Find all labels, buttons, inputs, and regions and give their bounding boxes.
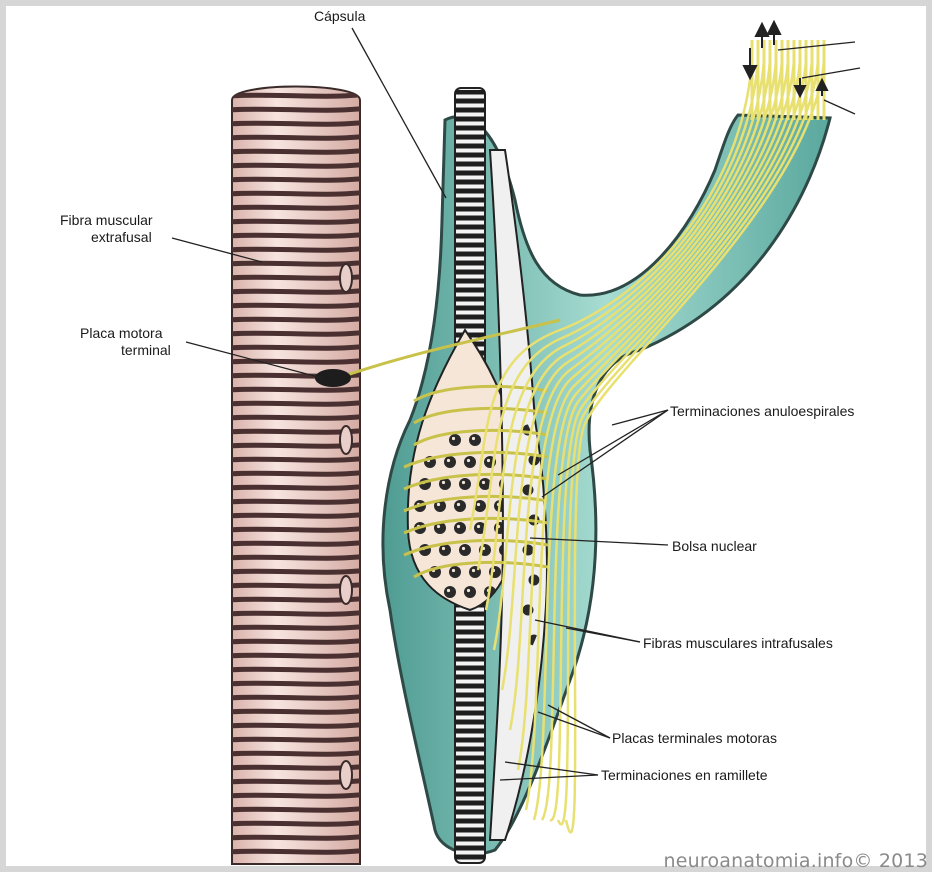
nucleus-highlight xyxy=(482,481,485,484)
extrafusal-stripe xyxy=(228,389,364,391)
bag-nucleus xyxy=(464,586,476,598)
bag-nucleus xyxy=(469,434,481,446)
nucleus-highlight xyxy=(462,481,465,484)
nucleus-highlight xyxy=(442,547,445,550)
extrafusal-stripe xyxy=(228,697,364,699)
nucleus-highlight xyxy=(437,525,440,528)
label-placa-motora-1: Placa motora xyxy=(80,325,162,342)
extrafusal-stripe xyxy=(228,109,364,111)
bag-nucleus xyxy=(454,500,466,512)
extrafusal-stripe xyxy=(228,543,364,545)
extrafusal-stripe xyxy=(228,571,364,573)
nucleus-highlight xyxy=(437,503,440,506)
label-fibras-intrafusales: Fibras musculares intrafusales xyxy=(643,635,833,652)
nucleus-highlight xyxy=(477,503,480,506)
extrafusal-stripe xyxy=(228,403,364,405)
extrafusal-stripe xyxy=(228,851,364,853)
extrafusal-stripe xyxy=(228,179,364,181)
bag-nucleus xyxy=(459,544,471,556)
extrafusal-stripe xyxy=(228,473,364,475)
extrafusal-stripe xyxy=(228,753,364,755)
extrafusal-stripe xyxy=(228,641,364,643)
extrafusal-stripe xyxy=(228,515,364,517)
nucleus-highlight xyxy=(467,589,470,592)
extrafusal-stripe xyxy=(228,221,364,223)
extrafusal-stripe xyxy=(228,739,364,741)
bag-nucleus xyxy=(449,566,461,578)
nucleus-highlight xyxy=(487,459,490,462)
extrafusal-stripe xyxy=(228,725,364,727)
extrafusal-stripe xyxy=(228,95,364,97)
nucleus-highlight xyxy=(452,569,455,572)
label-placas-terminales: Placas terminales motoras xyxy=(612,730,777,747)
nucleus-highlight xyxy=(452,437,455,440)
extrafusal-stripe xyxy=(228,151,364,153)
nucleus-highlight xyxy=(467,459,470,462)
extrafusal-stripe xyxy=(228,669,364,671)
nucleus-highlight xyxy=(447,459,450,462)
label-fibra-extrafusal-1: Fibra muscular xyxy=(60,212,153,229)
extrafusal-fiber xyxy=(228,87,364,865)
extrafusal-stripe xyxy=(228,837,364,839)
extrafusal-stripe xyxy=(228,529,364,531)
chain-nucleus xyxy=(529,575,540,586)
extrafusal-stripe xyxy=(228,305,364,307)
extrafusal-stripe xyxy=(228,683,364,685)
bag-nucleus xyxy=(454,522,466,534)
extrafusal-nucleus xyxy=(340,576,352,604)
nucleus-highlight xyxy=(442,481,445,484)
extrafusal-nucleus xyxy=(340,426,352,454)
watermark: neuroanatomia.info© 2013 xyxy=(664,850,929,872)
nucleus-highlight xyxy=(447,589,450,592)
extrafusal-nucleus xyxy=(340,761,352,789)
label-capsula: Cápsula xyxy=(314,8,365,25)
label-placa-motora-2: terminal xyxy=(121,342,171,359)
extrafusal-stripe xyxy=(228,235,364,237)
extrafusal-stripe xyxy=(228,123,364,125)
bag-nucleus xyxy=(449,434,461,446)
extrafusal-stripe xyxy=(228,557,364,559)
nucleus-highlight xyxy=(457,503,460,506)
bag-nucleus xyxy=(464,456,476,468)
nucleus-highlight xyxy=(457,525,460,528)
extrafusal-stripe xyxy=(228,249,364,251)
extrafusal-stripe xyxy=(228,487,364,489)
nucleus-highlight xyxy=(472,569,475,572)
bag-nucleus xyxy=(459,478,471,490)
extrafusal-stripe xyxy=(228,613,364,615)
bag-nucleus xyxy=(444,456,456,468)
extrafusal-nucleus xyxy=(340,264,352,292)
extrafusal-stripe xyxy=(228,319,364,321)
extrafusal-stripe xyxy=(228,795,364,797)
label-ramillete: Terminaciones en ramillete xyxy=(601,767,768,784)
extrafusal-stripe xyxy=(228,809,364,811)
extrafusal-stripe xyxy=(228,417,364,419)
bag-nucleus xyxy=(444,586,456,598)
extrafusal-stripe xyxy=(228,347,364,349)
nucleus-highlight xyxy=(462,547,465,550)
label-fibra-extrafusal-2: extrafusal xyxy=(91,229,152,246)
extrafusal-stripe xyxy=(228,137,364,139)
nucleus-highlight xyxy=(477,525,480,528)
extrafusal-stripe xyxy=(228,361,364,363)
extrafusal-stripe xyxy=(228,165,364,167)
nucleus-highlight xyxy=(472,437,475,440)
extrafusal-stripe xyxy=(228,823,364,825)
extrafusal-stripe xyxy=(228,333,364,335)
extrafusal-stripe xyxy=(228,655,364,657)
extrafusal-stripe xyxy=(228,459,364,461)
extrafusal-stripe xyxy=(228,193,364,195)
extrafusal-stripe xyxy=(228,501,364,503)
label-bolsa-nuclear: Bolsa nuclear xyxy=(672,538,757,555)
extrafusal-stripe xyxy=(228,207,364,209)
extrafusal-stripe xyxy=(228,711,364,713)
extrafusal-stripe xyxy=(228,627,364,629)
label-anuloespirales: Terminaciones anuloespirales xyxy=(670,403,854,420)
